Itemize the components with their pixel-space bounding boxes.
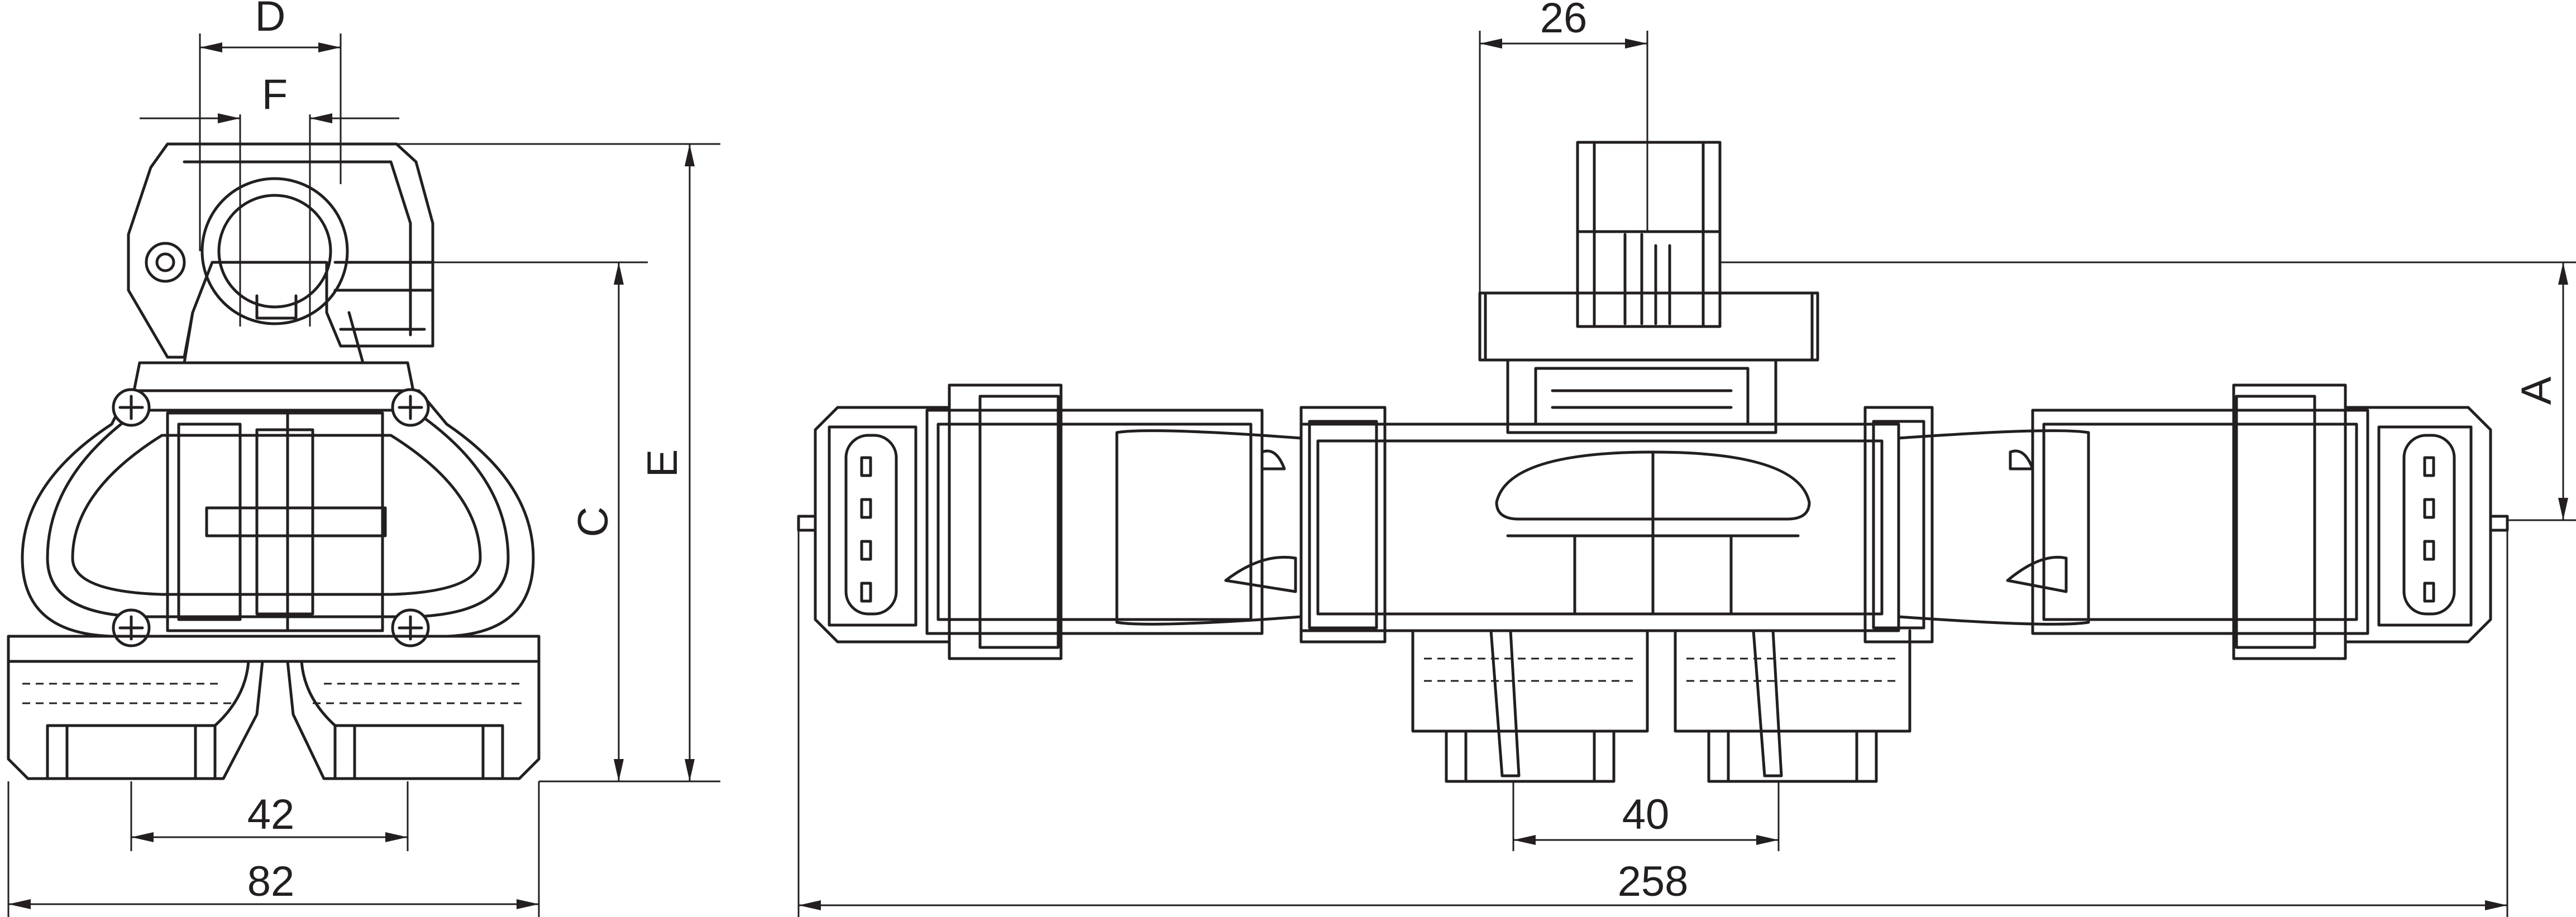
- dim-c-label: C: [570, 507, 617, 537]
- dim-e-label: E: [639, 449, 686, 478]
- dim-a-label: A: [2513, 376, 2560, 405]
- front-view-dimensions: 26 A 40 258: [797, 0, 2576, 917]
- dim-d-label: D: [255, 0, 286, 40]
- dim-82-label: 82: [247, 858, 295, 905]
- screw-icon: [112, 388, 430, 647]
- front-view: [797, 141, 2509, 783]
- connector-pins-icon: [860, 456, 872, 603]
- side-view: [7, 142, 541, 780]
- dim-f-label: F: [262, 71, 288, 118]
- dim-42-label: 42: [247, 791, 295, 838]
- dim-26-label: 26: [1540, 0, 1588, 42]
- connector-pins-icon: [2423, 456, 2435, 603]
- dim-40-label: 40: [1622, 791, 1670, 838]
- side-view-dimensions: D F E C 42 82: [7, 0, 720, 917]
- dim-258-label: 258: [1618, 858, 1689, 905]
